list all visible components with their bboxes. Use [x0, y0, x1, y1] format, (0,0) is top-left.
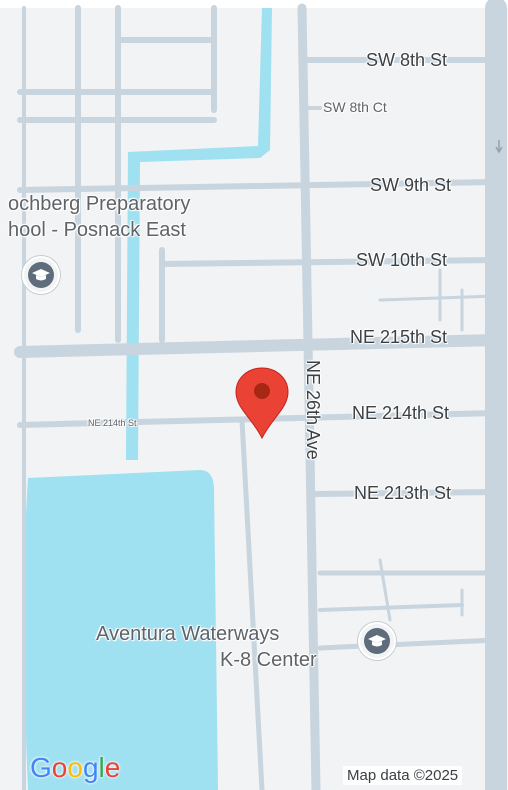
graduation-cap-icon: [368, 635, 386, 647]
graduation-cap-icon: [32, 269, 50, 281]
street-label-sw-8th-ct: SW 8th Ct: [323, 99, 387, 115]
map-attribution[interactable]: Map data ©2025: [343, 766, 463, 785]
poi-label-school-1-line2[interactable]: hool - Posnack East: [8, 219, 186, 241]
school-icon[interactable]: [358, 622, 396, 660]
street-label-ne-215th-st: NE 215th St: [350, 327, 448, 347]
street-label-sw-8th-st: SW 8th St: [366, 50, 448, 70]
street-label-sw-10th-st: SW 10th St: [356, 250, 448, 270]
google-logo: Google: [30, 752, 120, 784]
poi-label-school-2-line2[interactable]: K-8 Center: [220, 649, 317, 671]
logo-letter: e: [104, 752, 121, 783]
logo-letter: G: [30, 752, 52, 783]
water: [24, 8, 272, 790]
logo-letter: o: [51, 752, 68, 783]
logo-letter: l: [98, 752, 105, 783]
street-label-ne-213th-st: NE 213th St: [354, 483, 452, 503]
street-label-sw-9th-st: SW 9th St: [370, 175, 452, 195]
street-label-ne-214th-st-small: NE 214th St: [88, 418, 137, 428]
poi-label-school-2-line1[interactable]: Aventura Waterways: [96, 623, 280, 645]
roads: [14, 0, 507, 790]
logo-letter: o: [67, 752, 83, 783]
logo-letter: g: [82, 752, 99, 783]
poi-label-school-1-line1[interactable]: ochberg Preparatory: [8, 193, 191, 215]
location-pin-icon: [235, 367, 289, 440]
street-label-ne-26th-ave: NE 26th Ave: [303, 360, 323, 460]
street-label-ne-214th-st: NE 214th St: [352, 403, 450, 423]
school-icon[interactable]: [22, 256, 60, 294]
